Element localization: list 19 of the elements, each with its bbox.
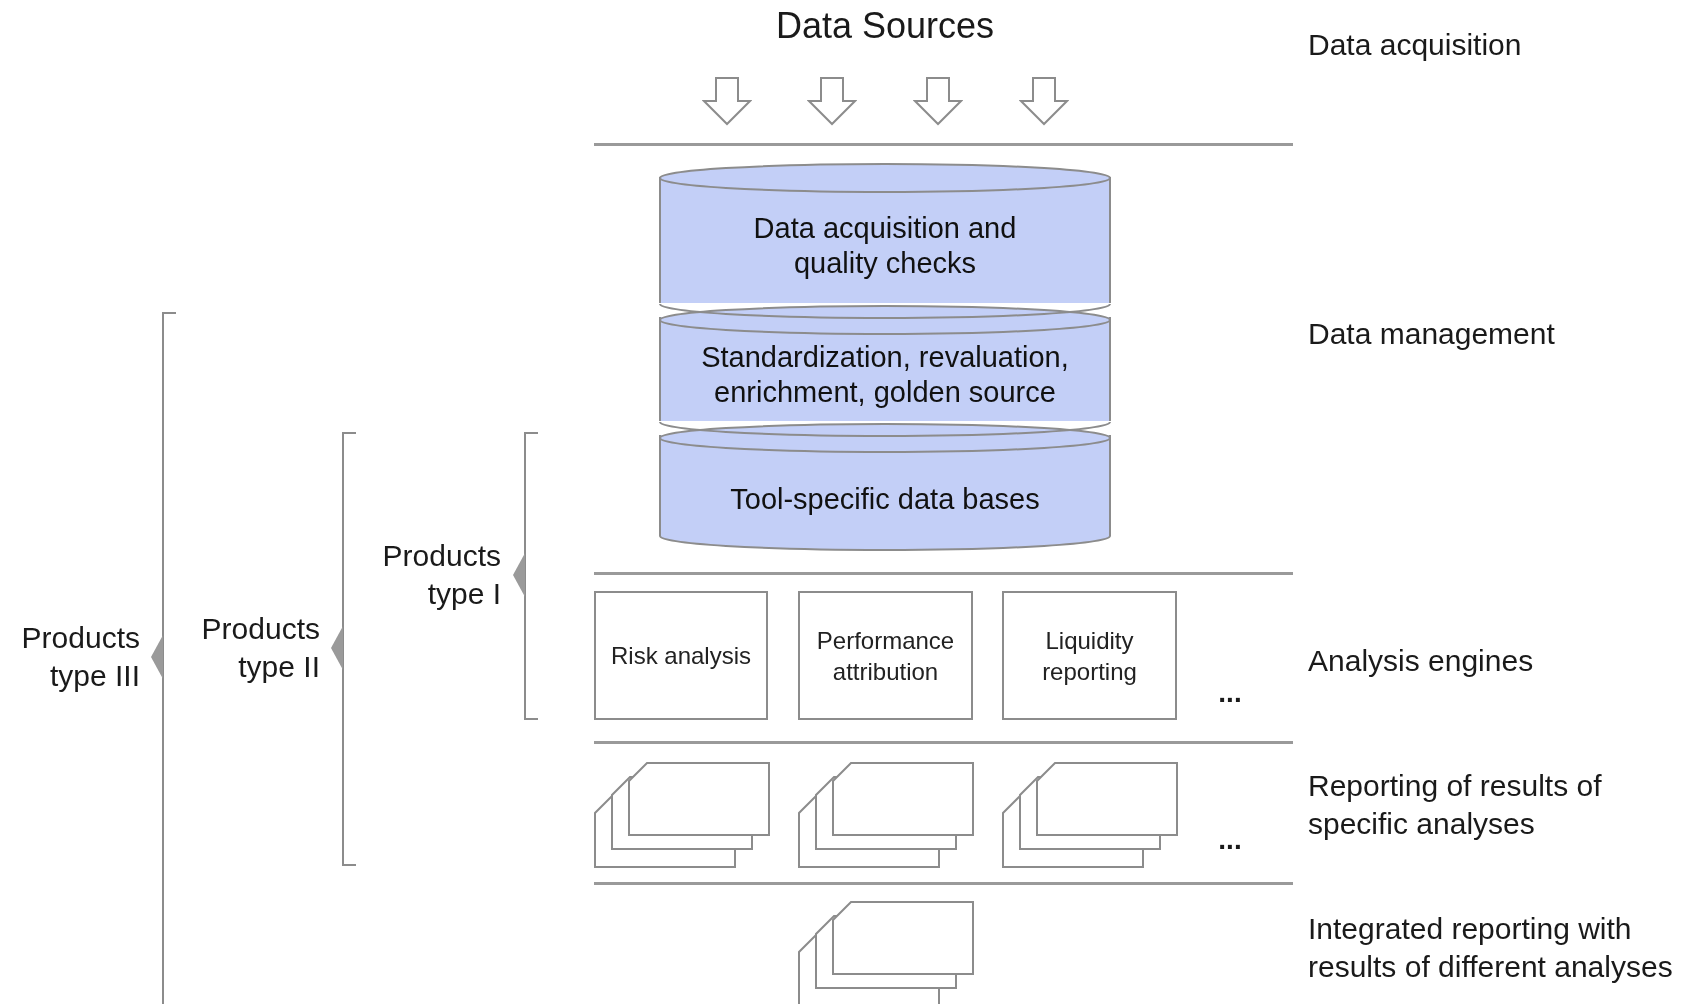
text-label: Data acquisition xyxy=(1308,27,1523,63)
text-label: Reporting of results of specific analyses xyxy=(1308,768,1603,842)
text-label: Products type I xyxy=(381,538,501,612)
document-stack-drawing xyxy=(798,901,974,1004)
database-layer: Tool-specific data bases xyxy=(659,421,1111,551)
text-label: Products type III xyxy=(20,620,140,694)
document-stack-drawing xyxy=(798,762,974,868)
title: Data Sources xyxy=(774,4,996,48)
process-box: Risk analysis xyxy=(594,591,768,720)
text-label: Products type II xyxy=(200,611,320,685)
text-label: Integrated reporting with results of different analyses xyxy=(1308,911,1674,985)
document-stack-drawing xyxy=(594,762,770,868)
text-label: Data management xyxy=(1308,316,1556,352)
process-box: Liquidity reporting xyxy=(1002,591,1177,720)
text-label: Analysis engines xyxy=(1308,643,1535,679)
text-label: ... xyxy=(1217,823,1243,857)
text-label: ... xyxy=(1217,676,1243,710)
document-stack-drawing xyxy=(1002,762,1178,868)
process-box: Performance attribution xyxy=(798,591,973,720)
